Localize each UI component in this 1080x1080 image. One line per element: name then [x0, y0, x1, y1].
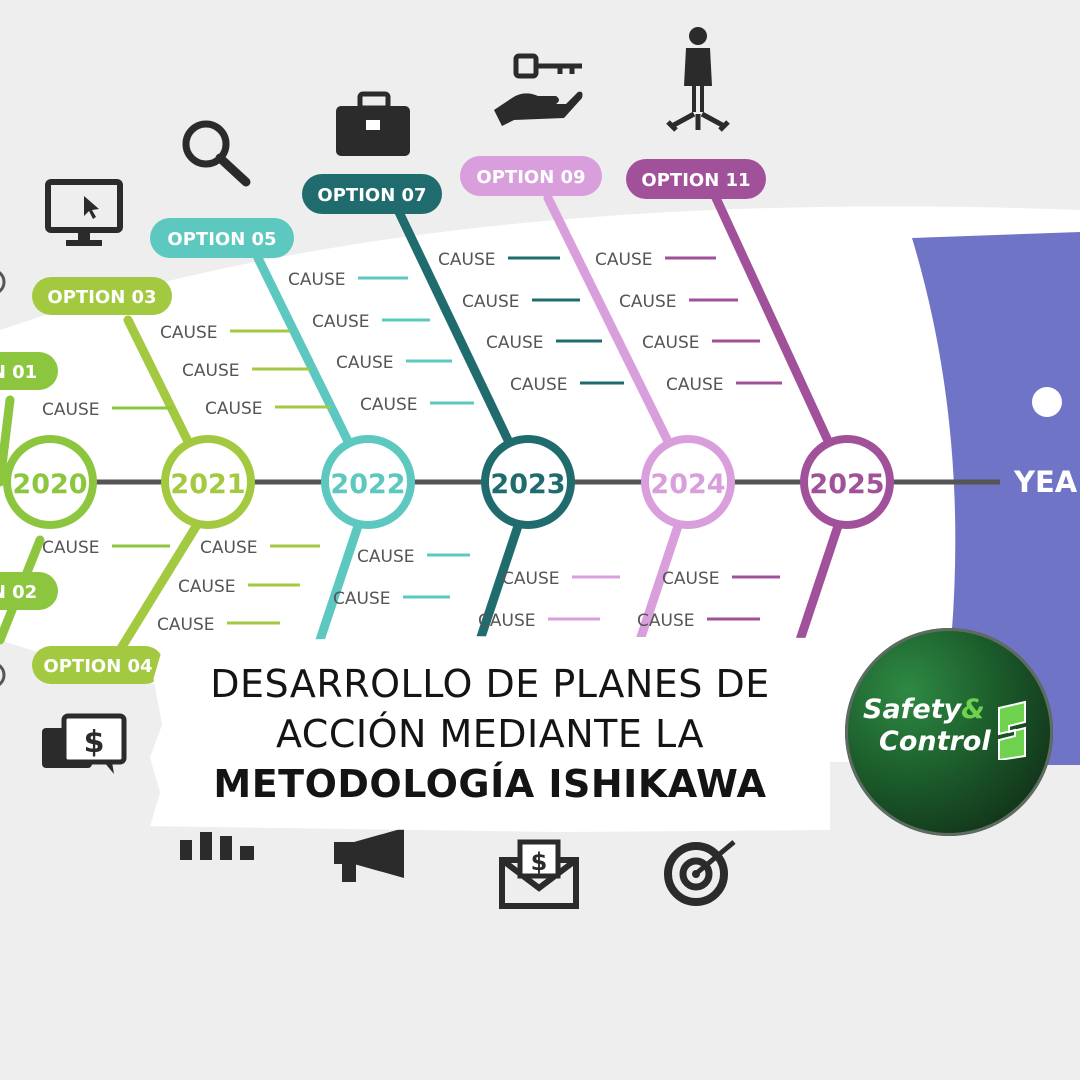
- cause-label: CAUSE: [357, 547, 414, 567]
- headline-line-2: ACCIÓN MEDIANTE LA: [275, 712, 705, 756]
- option-label: OPTION 11: [641, 170, 750, 191]
- target-icon: [664, 840, 736, 906]
- fish-eye: [1032, 387, 1062, 417]
- option-pill: [150, 218, 294, 258]
- option-pill: [0, 352, 58, 390]
- year-node-label: 2023: [490, 469, 565, 500]
- cause-label: CAUSE: [486, 333, 543, 353]
- cause-label: CAUSE: [178, 577, 235, 597]
- option-pill: [626, 159, 766, 199]
- option-pill: [32, 277, 172, 315]
- bone-upper: [0, 395, 15, 487]
- year-node-center: [169, 443, 247, 521]
- cause-label: CAUSE: [360, 395, 417, 415]
- cause-label: CAUSE: [42, 400, 99, 420]
- cause-label: CAUSE: [200, 538, 257, 558]
- cause-label: CAUSE: [637, 611, 694, 631]
- businessman-crossroads-icon: [666, 27, 730, 132]
- cause-label: CAUSE: [42, 538, 99, 558]
- cause-label: CAUSE: [619, 292, 676, 312]
- bone-lower: [795, 515, 845, 645]
- year-node-label: 2024: [650, 469, 725, 500]
- cause-label: CAUSE: [288, 270, 345, 290]
- cause-label: CAUSE: [666, 375, 723, 395]
- cause-label: CAUSE: [502, 569, 559, 589]
- year-node-label: 2020: [12, 469, 87, 500]
- key-hand-icon: [494, 53, 583, 126]
- option-label: OPTION 07: [317, 185, 426, 206]
- year-node-label: 2021: [170, 469, 245, 500]
- cause-label: CAUSE: [595, 250, 652, 270]
- cause-label: CAUSE: [333, 589, 390, 609]
- cause-label: CAUSE: [642, 333, 699, 353]
- edge-circle-icon: [0, 271, 6, 293]
- year-node-label: 2025: [809, 469, 884, 500]
- cause-label: CAUSE: [462, 292, 519, 312]
- cause-label: CAUSE: [157, 615, 214, 635]
- bone-lower: [115, 515, 205, 655]
- option-label: N 02: [0, 582, 37, 603]
- monitor-cursor-icon: [45, 179, 123, 246]
- option-label: OPTION 04: [43, 656, 152, 677]
- cause-label: CAUSE: [438, 250, 495, 270]
- option-label: OPTION 03: [47, 287, 156, 308]
- headline-line-3: METODOLOGÍA ISHIKAWA: [213, 762, 767, 806]
- cause-label: CAUSE: [205, 399, 262, 419]
- svg-text:$: $: [531, 848, 548, 876]
- option-pill: [302, 174, 442, 214]
- option-label: N 01: [0, 362, 37, 383]
- logo-word-control: Control: [879, 726, 991, 757]
- cause-label: CAUSE: [510, 375, 567, 395]
- option-pill: [460, 156, 602, 196]
- magnifier-icon: [182, 120, 251, 187]
- option-pill: [32, 646, 164, 684]
- cause-label: CAUSE: [336, 353, 393, 373]
- cause-label: CAUSE: [478, 611, 535, 631]
- megaphone-icon: [334, 828, 404, 882]
- logo-mark-icon: [998, 700, 1026, 760]
- logo-ampersand: &: [961, 694, 985, 725]
- cause-label: CAUSE: [182, 361, 239, 381]
- cause-label: CAUSE: [662, 569, 719, 589]
- option-label: OPTION 05: [167, 229, 276, 250]
- bone-lower: [635, 515, 685, 645]
- bar-chart-icon: [180, 832, 254, 860]
- logo-word-safety: Safety&: [863, 694, 985, 725]
- bone-upper: [543, 193, 693, 487]
- svg-text:$: $: [84, 725, 105, 760]
- year-node-center: [11, 443, 89, 521]
- safety-control-logo: Safety& Control: [845, 628, 1053, 836]
- headline-line-1: DESARROLLO DE PLANES DE: [210, 662, 770, 706]
- option-pill: [0, 572, 58, 610]
- cause-label: CAUSE: [312, 312, 369, 332]
- bone-lower: [315, 515, 365, 645]
- option-label: OPTION 09: [476, 167, 585, 188]
- bone-upper: [393, 205, 533, 487]
- year-node-label: 2022: [330, 469, 405, 500]
- fish-head-label: YEA: [1013, 465, 1078, 499]
- year-node-center: [329, 443, 407, 521]
- year-node-center: [649, 443, 727, 521]
- bone-lower: [475, 515, 525, 645]
- headline-banner: DESARROLLO DE PLANES DE ACCIÓN MEDIANTE …: [150, 636, 830, 832]
- year-node-center: [808, 443, 886, 521]
- cause-label: CAUSE: [160, 323, 217, 343]
- year-node-center: [489, 443, 567, 521]
- edge-circle-icon: [0, 664, 6, 686]
- money-chat-icon: $: [42, 713, 127, 774]
- bone-upper: [711, 193, 852, 487]
- briefcase-icon: [336, 91, 410, 156]
- money-envelope-icon: $: [499, 839, 579, 909]
